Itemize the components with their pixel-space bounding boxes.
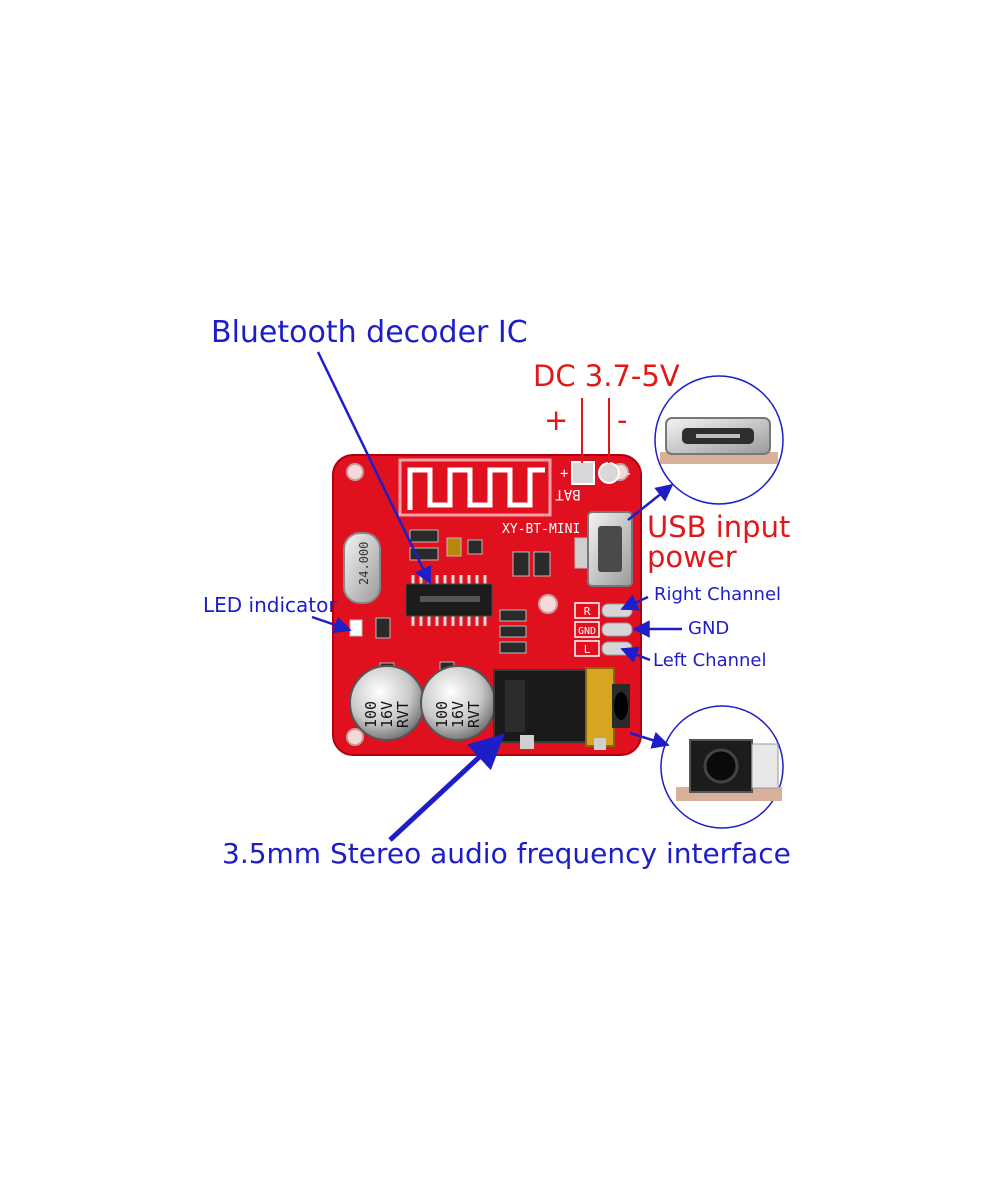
cap-right-value: 100 [433, 701, 451, 728]
label-audio-interface: 3.5mm Stereo audio frequency interface [222, 837, 791, 870]
label-plus: + [544, 403, 569, 437]
cap-left-voltage: 16V [378, 701, 396, 728]
pad-r-text: R [584, 605, 591, 618]
capacitor-left: 100 16V RVT [349, 665, 425, 741]
label-usb-power-1: USB input [647, 510, 791, 544]
cap-left-brand: RVT [394, 701, 412, 728]
pad-plus-text: + [560, 466, 568, 482]
label-dc-input: DC 3.7-5V [533, 359, 680, 393]
cap-right-voltage: 16V [449, 701, 467, 728]
jack-inset [660, 705, 784, 829]
crystal-text: 24.000 [357, 542, 371, 585]
arrow-usb [627, 483, 674, 521]
label-right-channel: Right Channel [654, 584, 782, 605]
cap-left-value: 100 [362, 701, 380, 728]
model-silkscreen: XY-BT-MINI [502, 522, 580, 537]
label-gnd: GND [688, 618, 730, 639]
smd-components [349, 529, 590, 686]
audio-jack [493, 667, 630, 750]
output-pads: R GND L [574, 602, 633, 657]
arrow-jack-inset [629, 731, 670, 749]
capacitor-right: 100 16V RVT [420, 665, 496, 741]
pad-gnd-text: GND [578, 626, 596, 637]
label-left-channel: Left Channel [653, 650, 767, 671]
label-decoder-ic: Bluetooth decoder IC [211, 315, 528, 350]
label-usb-power-2: power [647, 540, 737, 574]
label-led-indicator: LED indicator [203, 593, 337, 617]
pad-l-text: L [584, 643, 591, 656]
bat-silkscreen: BAT [555, 486, 581, 502]
micro-usb-connector [587, 511, 633, 587]
usb-inset [654, 375, 784, 505]
arrow-audio-interface [388, 733, 505, 842]
arrow-led [311, 615, 352, 634]
callout-arrows [311, 351, 682, 842]
arrow-right-channel [620, 594, 649, 611]
dc-leaders [581, 398, 610, 463]
label-minus: - [617, 403, 628, 437]
crystal-oscillator: 24.000 [343, 532, 381, 604]
antenna-trace [407, 467, 545, 510]
arrow-left-channel [620, 646, 651, 663]
cap-right-brand: RVT [465, 701, 483, 728]
arrow-decoder-ic [316, 351, 432, 585]
decoder-ic-chip [405, 575, 493, 626]
pad-minus-text: - [624, 466, 632, 482]
